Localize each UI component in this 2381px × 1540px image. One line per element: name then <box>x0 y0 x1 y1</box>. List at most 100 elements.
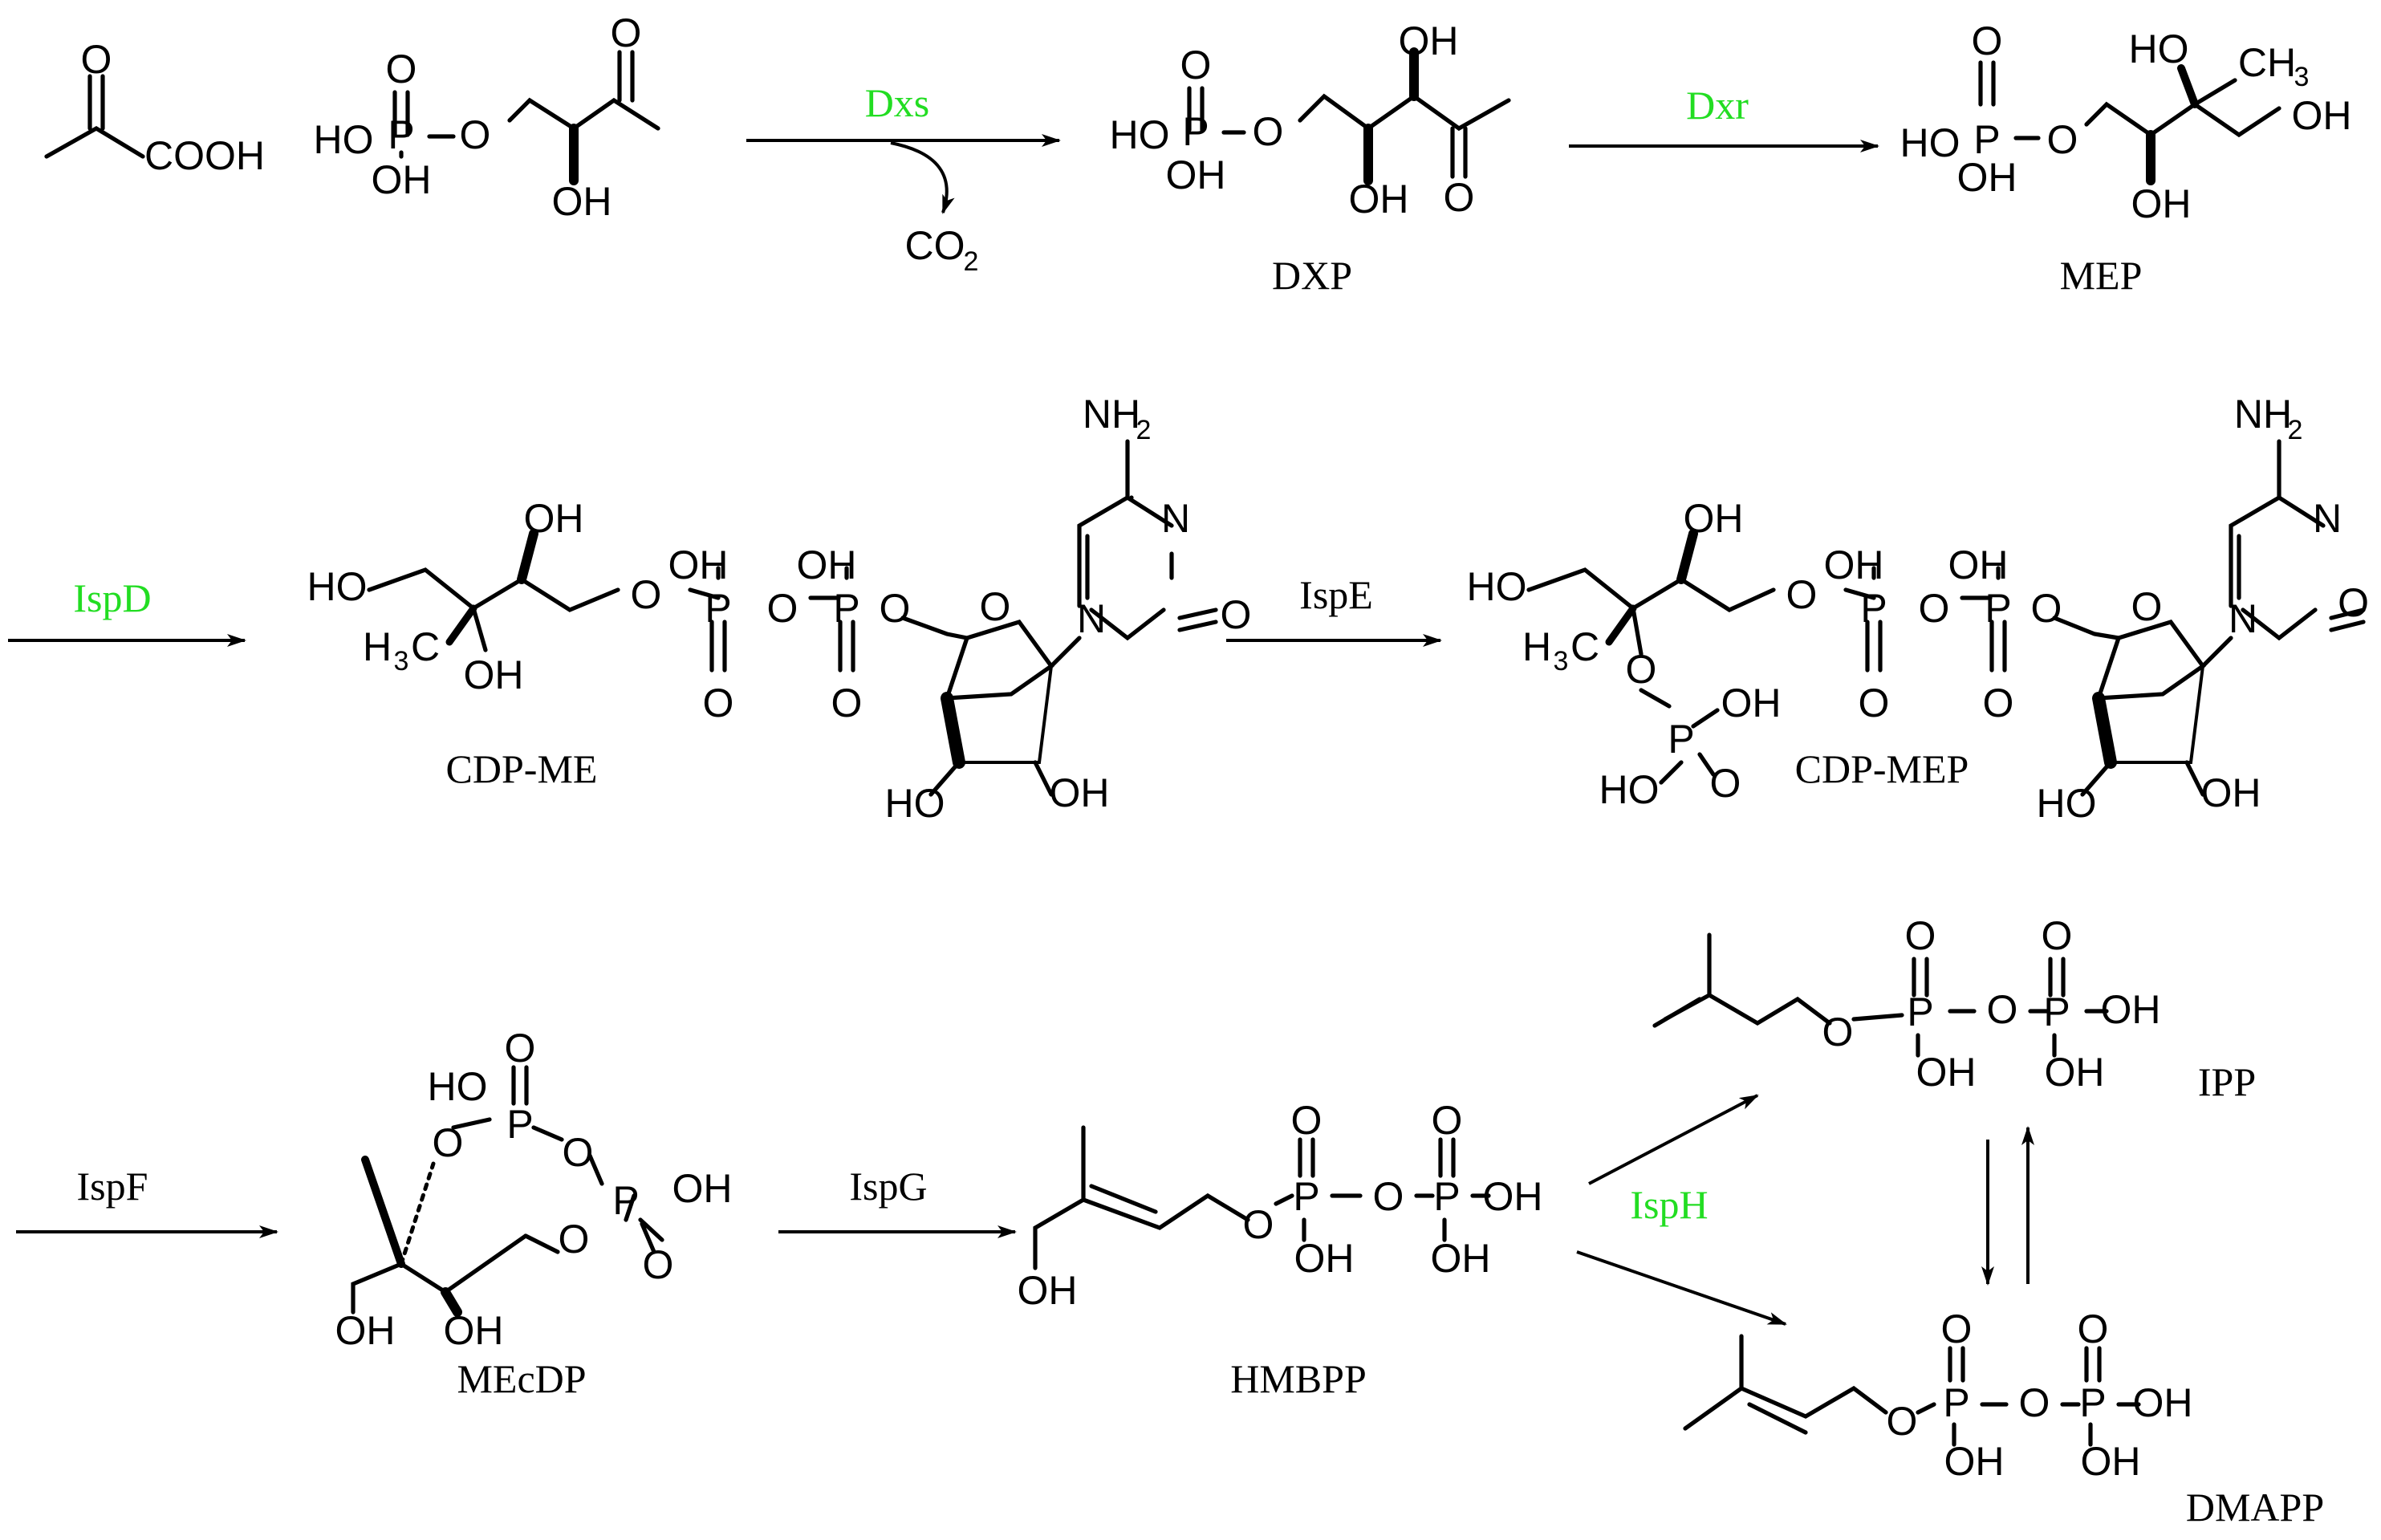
atom-ho: HO <box>1900 120 1960 165</box>
atom-o: O <box>1180 43 1212 87</box>
atom-oh: OH <box>2133 1380 2193 1425</box>
atom-p: P <box>1433 1174 1460 1219</box>
enzyme-dxr: Dxr <box>1686 83 1749 128</box>
atom-oh: OH <box>1166 152 1226 197</box>
atom-oh: OH <box>1721 681 1782 725</box>
atom-p: P <box>1907 989 1933 1034</box>
atom-p: P <box>1860 586 1887 631</box>
atom-o: O <box>703 681 734 725</box>
atom-p: P <box>2043 989 2070 1034</box>
atom-o: O <box>1444 175 1475 220</box>
enzyme-dxs: Dxs <box>865 80 930 125</box>
atom-oh: OH <box>2201 770 2261 815</box>
atom-o: O <box>1291 1098 1323 1143</box>
atom-oh: OH <box>2045 1050 2105 1095</box>
atom-p: P <box>705 586 731 631</box>
atom-h: H <box>1522 624 1551 669</box>
atom-n: N <box>1161 496 1190 541</box>
atom-o: O <box>2031 586 2062 631</box>
co2-label: CO 2 <box>905 223 979 277</box>
co2-release-arrow <box>890 141 955 214</box>
atom-o: O <box>2338 580 2369 625</box>
atom-o: O <box>1987 987 2018 1032</box>
atom-oh: OH <box>2081 1439 2141 1484</box>
atom-p: P <box>1182 109 1209 154</box>
enzyme-isph: IspH <box>1630 1182 1708 1227</box>
atom-oh: OH <box>1824 542 1884 587</box>
atom-oh: OH <box>524 496 584 541</box>
atom-nh: NH <box>1083 392 1140 437</box>
atom-o: O <box>980 584 1011 629</box>
atom-oh: OH <box>1916 1050 1977 1095</box>
atom-oh: OH <box>2131 181 2192 226</box>
atom-oh: OH <box>1018 1268 1078 1313</box>
pyruvate-structure: O COOH <box>44 37 265 178</box>
atom-c: C <box>411 624 440 669</box>
atom-ho: HO <box>1467 564 1527 609</box>
atom-oh: OH <box>464 652 524 697</box>
atom-o: O <box>880 586 911 631</box>
atom-o: O <box>2042 913 2073 958</box>
subscript-3: 3 <box>1554 646 1569 677</box>
atom-p: P <box>1668 717 1694 762</box>
subscript-3: 3 <box>2294 62 2310 92</box>
atom-oh: OH <box>1349 177 1409 221</box>
label-hmbpp: HMBPP <box>1230 1356 1367 1401</box>
subscript-2: 2 <box>964 246 979 277</box>
atom-o: O <box>505 1026 536 1071</box>
label-mep: MEP <box>2060 253 2143 298</box>
atom-o: O <box>631 572 662 617</box>
atom-oh: OH <box>1294 1236 1355 1281</box>
atom-oh: OH <box>1431 1236 1491 1281</box>
label-cdp-mep: CDP-MEP <box>1795 746 1969 791</box>
atom-oh: OH <box>1684 496 1744 541</box>
reaction-arrow-isph-ipp <box>1588 1094 1759 1185</box>
atom-o: O <box>1221 592 1252 637</box>
atom-ho: HO <box>1110 112 1170 157</box>
atom-o: O <box>611 10 642 55</box>
atom-p: P <box>1973 117 2000 162</box>
dmapp-structure: O O P OH O O P OH OH <box>1683 1306 2193 1484</box>
atom-oh: OH <box>2292 93 2352 138</box>
atom-o: O <box>831 681 863 725</box>
atom-o: O <box>563 1130 594 1175</box>
atom-o: O <box>1887 1399 1918 1444</box>
atom-ho: HO <box>428 1064 488 1109</box>
label-dxp: DXP <box>1272 253 1352 298</box>
atom-p: P <box>1943 1380 1969 1425</box>
atom-oh: OH <box>1050 770 1110 815</box>
atom-oh: OH <box>552 179 612 224</box>
atom-o: O <box>1253 109 1284 154</box>
atom-c: C <box>1570 624 1599 669</box>
atom-o: O <box>1919 586 1950 631</box>
atom-o: O <box>433 1120 464 1165</box>
atom-ho: HO <box>2129 26 2189 71</box>
hmbpp-structure: OH O O P OH O O P OH OH <box>1018 1098 1543 1313</box>
atom-o: O <box>1786 572 1818 617</box>
atom-o: O <box>2131 584 2163 629</box>
atom-oh: OH <box>668 542 729 587</box>
atom-nh: NH <box>2234 392 2292 437</box>
mecdp-structure: HO O P O O P OH O O OH OH <box>335 1026 733 1353</box>
atom-o: O <box>643 1242 674 1287</box>
atom-p: P <box>1985 586 2011 631</box>
atom-p: P <box>1293 1174 1319 1219</box>
atom-o: O <box>1905 913 1936 958</box>
atom-o: O <box>1972 18 2003 63</box>
cdp-mep-structure: HO H 3 C O P OH HO O OH O OH P O O OH P … <box>1467 392 2370 826</box>
atom-oh: OH <box>335 1308 396 1353</box>
atom-oh: OH <box>797 542 857 587</box>
atom-o: O <box>1626 647 1657 692</box>
label-dmapp: DMAPP <box>2186 1485 2324 1530</box>
enzyme-ispg: IspG <box>849 1164 927 1209</box>
atom-o: O <box>1859 681 1890 725</box>
subscript-2: 2 <box>1136 415 1152 445</box>
enzyme-ispe: IspE <box>1299 572 1373 617</box>
atom-oh: OH <box>372 157 432 202</box>
atom-oh: OH <box>1483 1174 1543 1219</box>
atom-n: N <box>1077 596 1106 641</box>
atom-co: CO <box>905 223 965 268</box>
atom-o: O <box>1373 1174 1404 1219</box>
